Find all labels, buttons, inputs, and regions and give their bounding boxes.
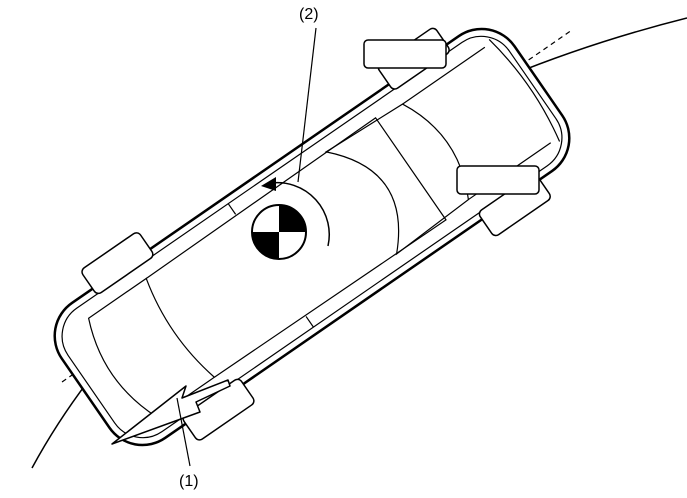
label-travel-direction: (1) [179,473,199,490]
front-wheel-box-bottom [456,165,540,195]
wheel-rear-right [182,378,255,441]
cog-marker-icon [251,204,307,260]
front-wheel-box-top [363,39,447,69]
car [53,27,571,447]
leader-line-1 [176,397,191,467]
label-yaw-rate: (2) [299,6,319,23]
door-line-bottom [305,316,314,328]
rotation-arrowhead [261,177,276,191]
door-line-top [227,203,237,215]
wheel-rear-left [81,232,154,295]
windshield [324,103,470,256]
front-bumper-detail [488,39,561,142]
car-body-inner [61,35,563,439]
car-body-outline [53,27,571,447]
car-roof [145,116,447,378]
leader-line-2 [297,27,317,183]
rotation-arrow-icon [270,181,331,247]
direction-arrow-icon [111,379,231,445]
